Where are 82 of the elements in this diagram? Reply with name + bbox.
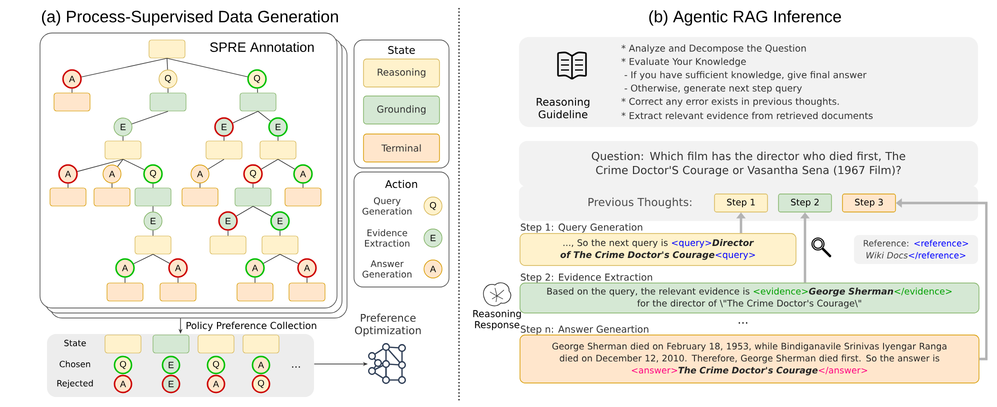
state-box xyxy=(50,188,86,206)
connector xyxy=(132,110,168,124)
question-panel: Question: Which film has the director who died first, The Crime Doctor'S Courage or Vasantha Sena (1967 Film)? xyxy=(519,141,978,187)
state-box xyxy=(236,282,274,302)
connector xyxy=(81,58,168,78)
step-tag: Step 1 xyxy=(714,194,768,212)
state-box xyxy=(206,140,242,160)
connector xyxy=(252,183,254,188)
state-box xyxy=(242,334,280,354)
connector xyxy=(263,254,280,264)
connector xyxy=(280,254,299,264)
node-caption: Preference Optimization xyxy=(355,314,421,336)
connector xyxy=(232,110,258,124)
state-box xyxy=(210,236,246,254)
connector xyxy=(152,183,154,188)
connector xyxy=(122,158,145,170)
connector xyxy=(306,277,308,284)
state-box xyxy=(182,188,218,206)
connector xyxy=(117,158,124,167)
connector xyxy=(302,183,304,188)
state-box xyxy=(54,92,90,112)
guideline-item: - Otherwise, generate next step query xyxy=(624,84,802,94)
node-label: Previous Thoughts: xyxy=(588,198,692,208)
guideline-item: * Evaluate Your Knowledge xyxy=(621,58,746,67)
action-label: Answer Generation xyxy=(362,260,412,278)
guideline-item: - If you have sufficient knowledge, give final answer xyxy=(624,71,867,80)
step-heading: Step n: Answer Geneartion xyxy=(520,325,648,335)
connector xyxy=(122,136,124,142)
state-box xyxy=(94,188,130,206)
state-box: Grounding xyxy=(363,96,440,124)
connector xyxy=(166,58,168,70)
connector xyxy=(252,206,272,217)
connector xyxy=(258,110,271,122)
state-box xyxy=(262,236,298,254)
connector xyxy=(254,277,256,284)
action-label: Query Generation xyxy=(362,197,412,215)
connector xyxy=(236,206,254,216)
state-box xyxy=(260,140,296,160)
state-box xyxy=(234,188,272,206)
state-box xyxy=(150,92,186,112)
connector xyxy=(261,158,278,170)
state-box: Terminal xyxy=(363,134,440,162)
guideline-item: * Extract relevant evidence from retrieved documents xyxy=(621,112,873,120)
connector xyxy=(152,230,154,236)
state-box: Reasoning xyxy=(363,58,440,88)
state-box xyxy=(134,236,172,254)
node-label: Question: Which film has the director who died first, The Crime Doctor'S Courage or Vasantha Sena (1967 Film)? xyxy=(592,152,906,176)
connector xyxy=(208,158,224,170)
state-box xyxy=(152,334,190,354)
action-label: Evidence Extraction xyxy=(365,229,410,247)
connector xyxy=(152,254,170,264)
connector xyxy=(77,158,124,172)
connector xyxy=(124,277,126,284)
step-box: ..., So the next query is <query>Director of The Crime Doctor's Courage<query> xyxy=(520,233,796,266)
state-box xyxy=(148,40,186,58)
step-heading: Step 2: Evidence Extraction xyxy=(520,273,652,283)
icon-caption: Reasoning Response xyxy=(473,310,521,330)
state-box xyxy=(284,188,322,206)
state-box xyxy=(106,282,144,302)
state-box xyxy=(160,282,196,302)
connector xyxy=(257,88,258,94)
step-box: George Sherman died on February 18, 1953, while Bindiganavile Srinivas Iyengar Ranga died on December 12, 2010. Therefore, George Sherman died first. So the answer is <answer>The Crime Doctor's Courage</answer> xyxy=(520,334,980,384)
edge-label: Policy Preference Collection xyxy=(184,320,318,332)
state-box xyxy=(240,92,276,112)
guideline-item: * Analyze and Decompose the Question xyxy=(621,44,806,54)
step-tag: Step 2 xyxy=(778,194,832,212)
state-box xyxy=(198,334,234,354)
step-tag: Step 3 xyxy=(842,194,896,212)
state-box xyxy=(104,140,142,160)
state-box xyxy=(288,282,326,302)
connector xyxy=(152,206,154,212)
state-box xyxy=(104,334,142,354)
ellipsis: … xyxy=(738,322,748,324)
connector xyxy=(133,254,154,264)
state-box xyxy=(134,188,172,206)
guideline-item: * Correct any error exists in previous thoughts. xyxy=(621,98,839,107)
step-box: Based on the query, the relevant evidence is <evidence>George Sherman </evidence> for the director of \"The Crime Doctor's Courage\" xyxy=(520,282,980,314)
panel-title: (a) Process-Supervised Data Generation xyxy=(42,10,338,26)
step-heading: Step 1: Query Generation xyxy=(520,223,642,233)
connector xyxy=(166,58,248,78)
reference-box: Reference: <reference> Wiki Docs</reference> xyxy=(854,235,978,264)
connector xyxy=(278,158,295,170)
